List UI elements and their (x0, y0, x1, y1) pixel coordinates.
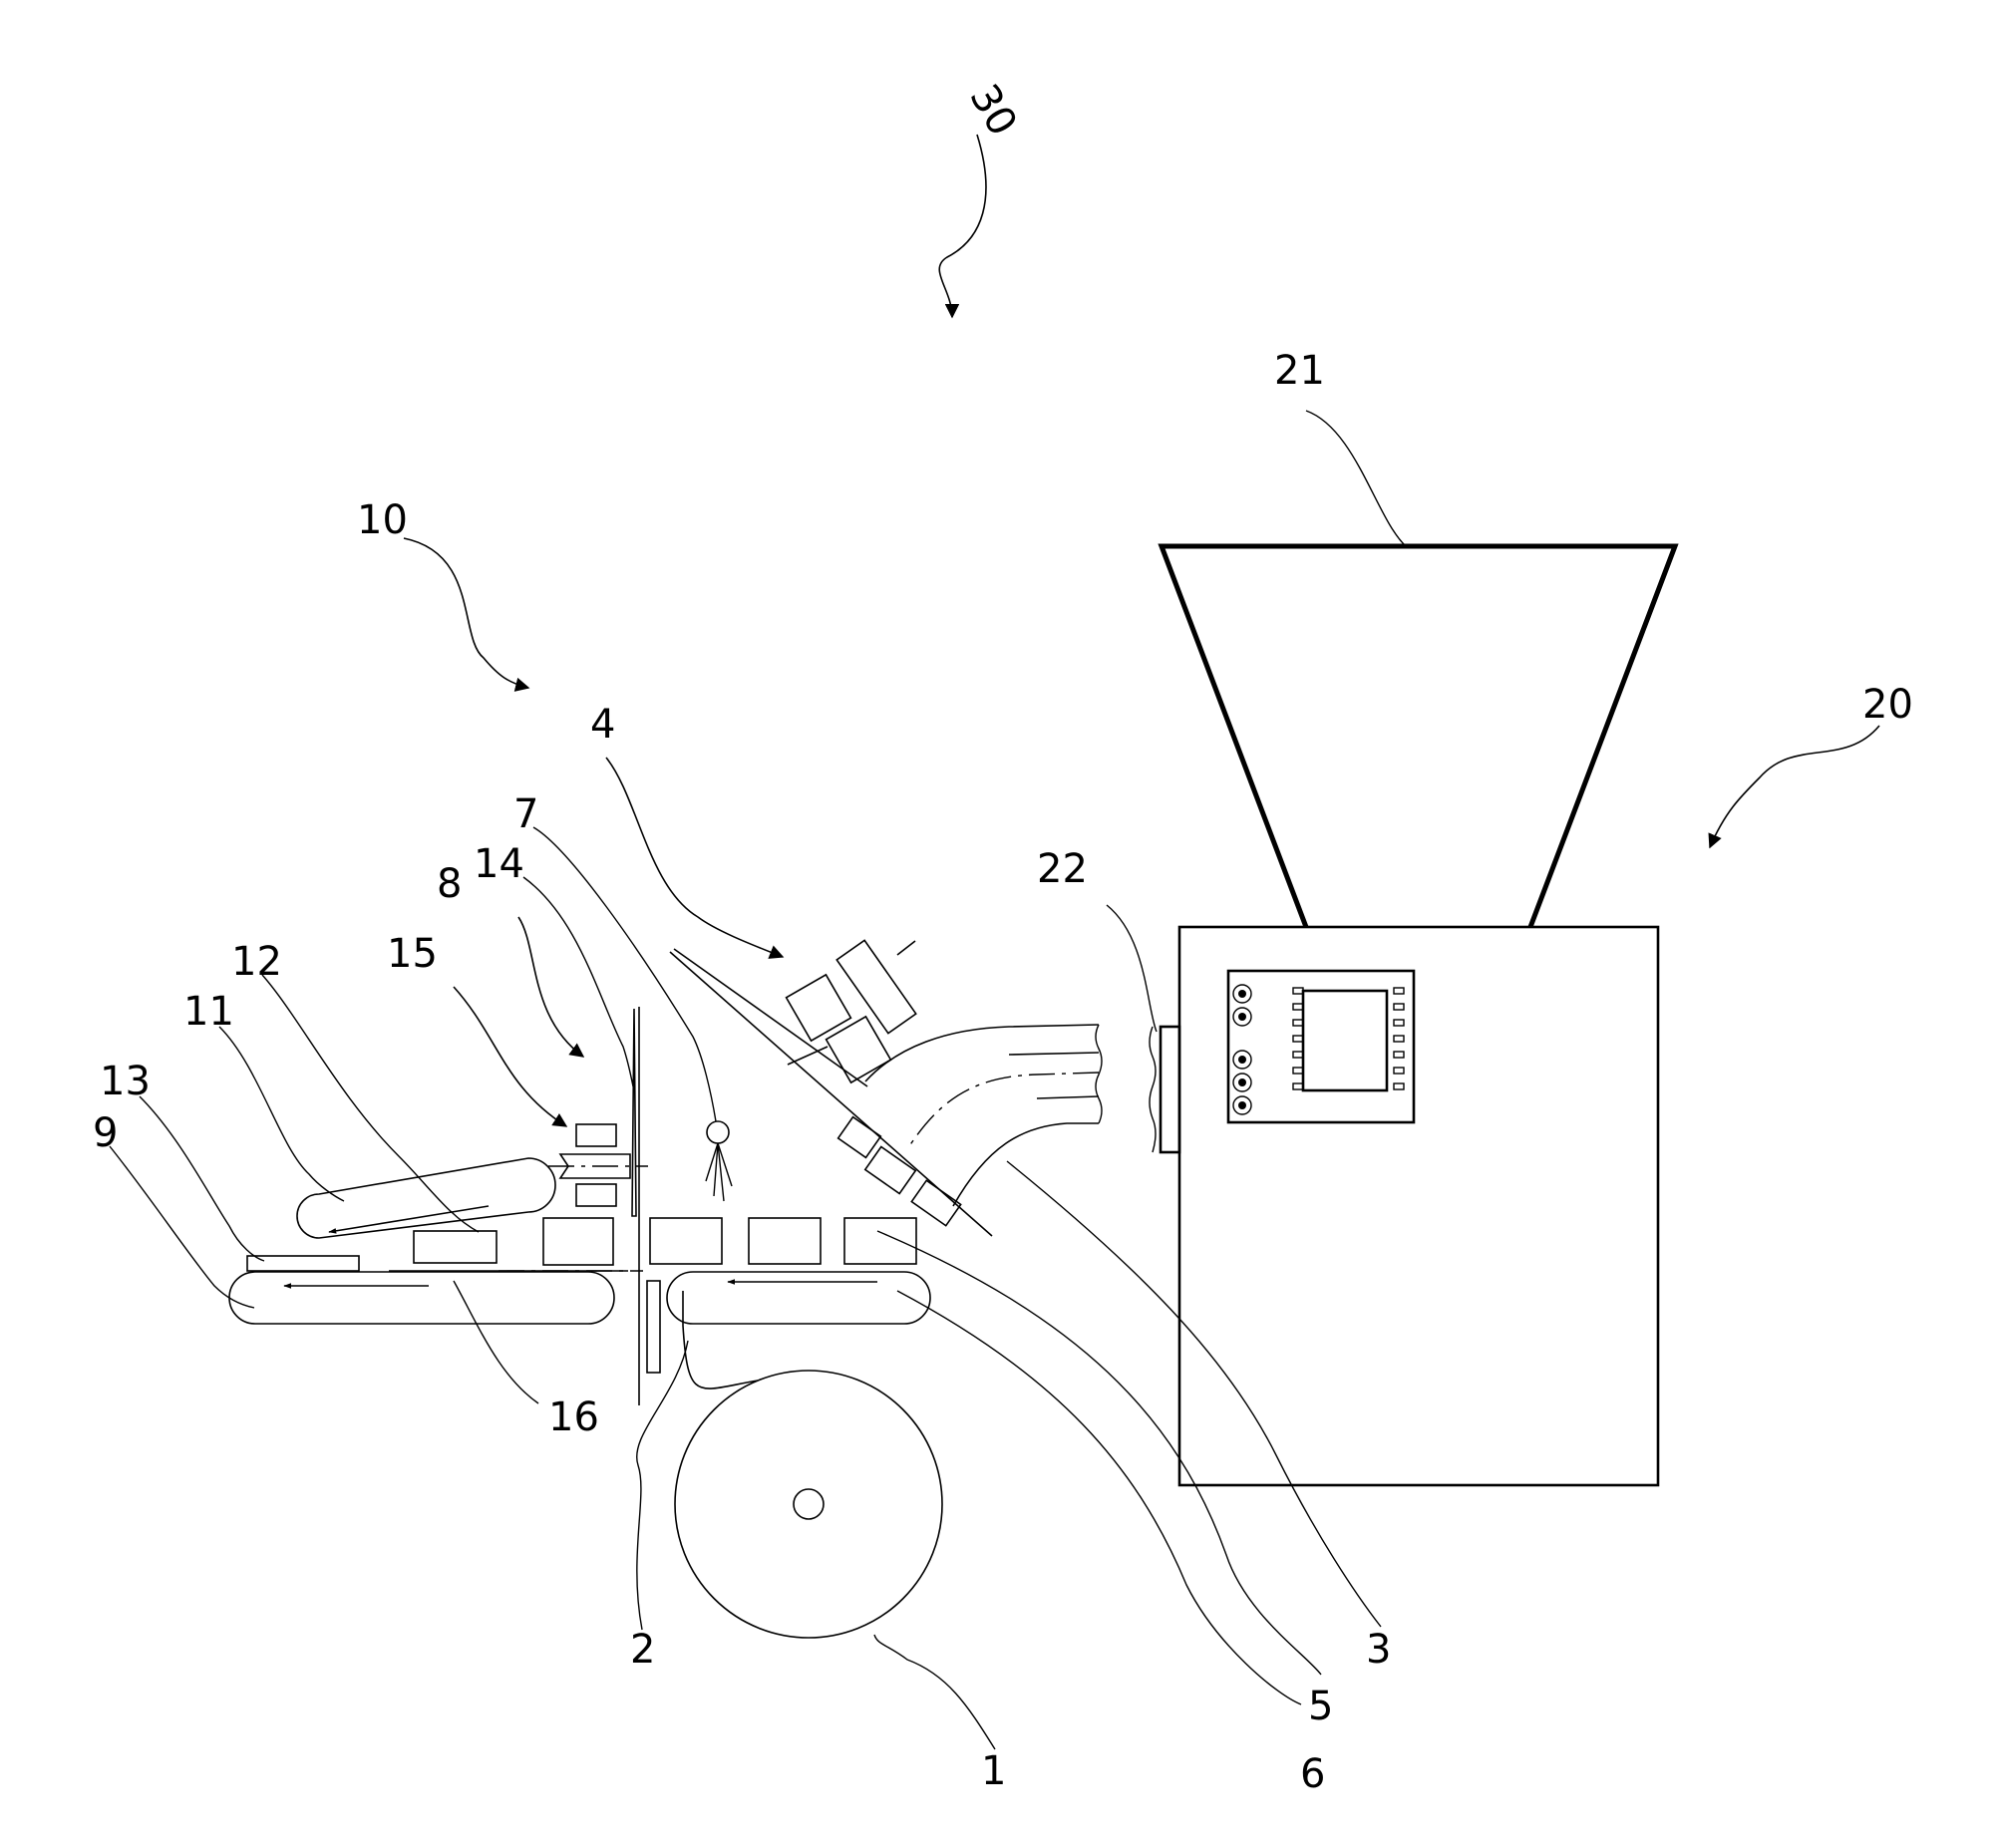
label-7: 7 (513, 791, 538, 837)
sprayer-7 (706, 1121, 732, 1201)
arrow-20-icon (1710, 726, 1879, 847)
label-8: 8 (437, 861, 462, 907)
label-2: 2 (630, 1627, 655, 1673)
label-11: 11 (183, 989, 234, 1035)
film-roll-1 (675, 1371, 942, 1638)
left-products (247, 1218, 643, 1271)
web-path-2 (683, 1291, 758, 1388)
label-6: 6 (1300, 1751, 1325, 1797)
label-20: 20 (1862, 682, 1913, 728)
label-9: 9 (93, 1110, 118, 1156)
label-5: 5 (1308, 1684, 1333, 1729)
label-1: 1 (981, 1748, 1006, 1794)
panel-knobs (1233, 985, 1251, 1114)
cutter-assembly-4 (670, 940, 992, 1236)
product-packages (650, 1218, 916, 1264)
label-22: 22 (1037, 846, 1088, 892)
control-panel (1228, 971, 1414, 1122)
hopper-21 (1162, 546, 1675, 927)
upper-belt-11 (297, 1158, 555, 1238)
reference-numerals: 30 21 10 20 4 7 8 14 22 12 15 11 13 9 16… (93, 77, 1913, 1797)
label-13: 13 (100, 1059, 151, 1104)
label-12: 12 (231, 939, 282, 985)
outlet-nozzle-22 (1150, 1027, 1179, 1152)
label-14: 14 (474, 841, 524, 887)
lower-conveyor-9 (229, 1272, 614, 1324)
arrow-4-icon (606, 758, 783, 957)
label-3: 3 (1366, 1627, 1391, 1673)
label-21: 21 (1274, 348, 1325, 394)
machine-body-20 (1179, 927, 1658, 1485)
label-30: 30 (960, 77, 1025, 144)
arrow-15-icon (454, 987, 566, 1126)
label-15: 15 (387, 931, 438, 977)
label-16: 16 (548, 1394, 599, 1440)
arrow-10-icon (404, 538, 528, 688)
right-conveyor (667, 1272, 930, 1324)
label-10: 10 (357, 497, 408, 543)
arrow-30-icon (939, 135, 986, 317)
leader-lines (110, 411, 1406, 1749)
extrusion-tube-3 (865, 1025, 1102, 1206)
vertical-knife-14 (632, 1007, 660, 1405)
label-4: 4 (590, 702, 615, 748)
